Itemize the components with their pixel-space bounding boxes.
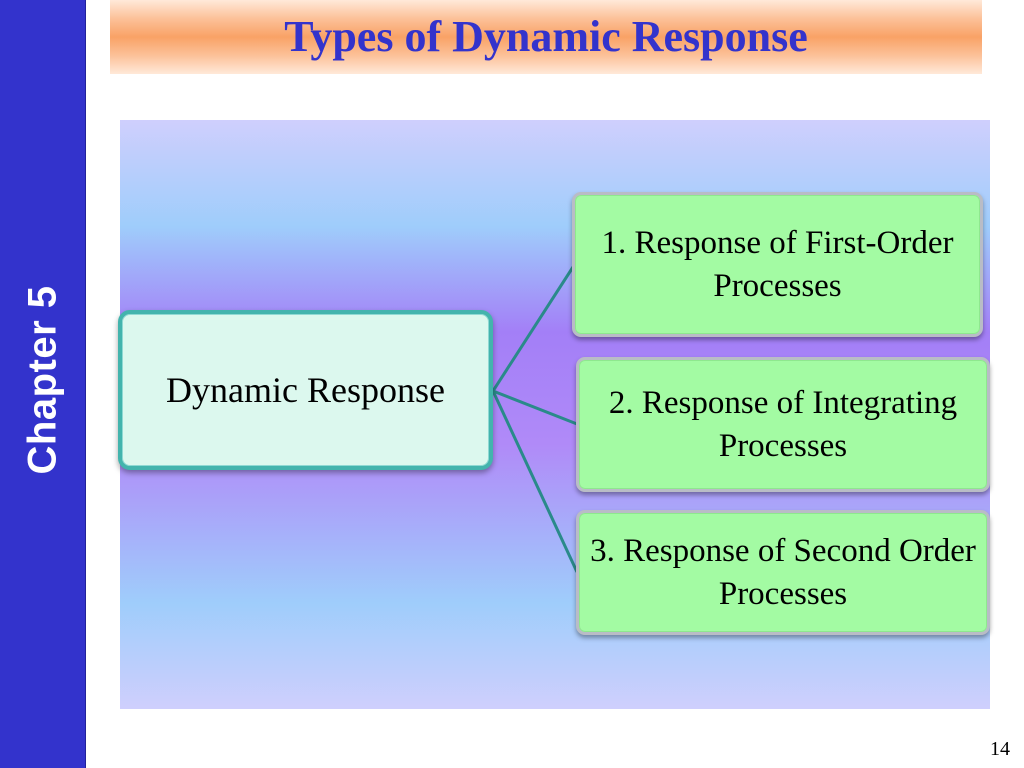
- root-node-dynamic-response: Dynamic Response: [118, 310, 493, 470]
- child-node-label: 1. Response of First-Order Processes: [601, 224, 954, 304]
- chapter-label: Chapter 5: [20, 285, 65, 475]
- child-node-label: 3. Response of Second Order Processes: [590, 532, 976, 612]
- child-node-label: 2. Response of Integrating Processes: [608, 384, 958, 464]
- child-node-first-order: 1. Response of First-Order Processes: [572, 192, 983, 337]
- slide-title: Types of Dynamic Response: [284, 12, 808, 61]
- root-node-label: Dynamic Response: [166, 369, 445, 410]
- child-node-second-order: 3. Response of Second Order Processes: [576, 510, 990, 635]
- child-node-integrating: 2. Response of Integrating Processes: [576, 357, 990, 492]
- title-banner: [110, 0, 982, 74]
- page-number: 14: [990, 738, 1010, 760]
- chapter-sidebar: Chapter 5: [0, 0, 86, 768]
